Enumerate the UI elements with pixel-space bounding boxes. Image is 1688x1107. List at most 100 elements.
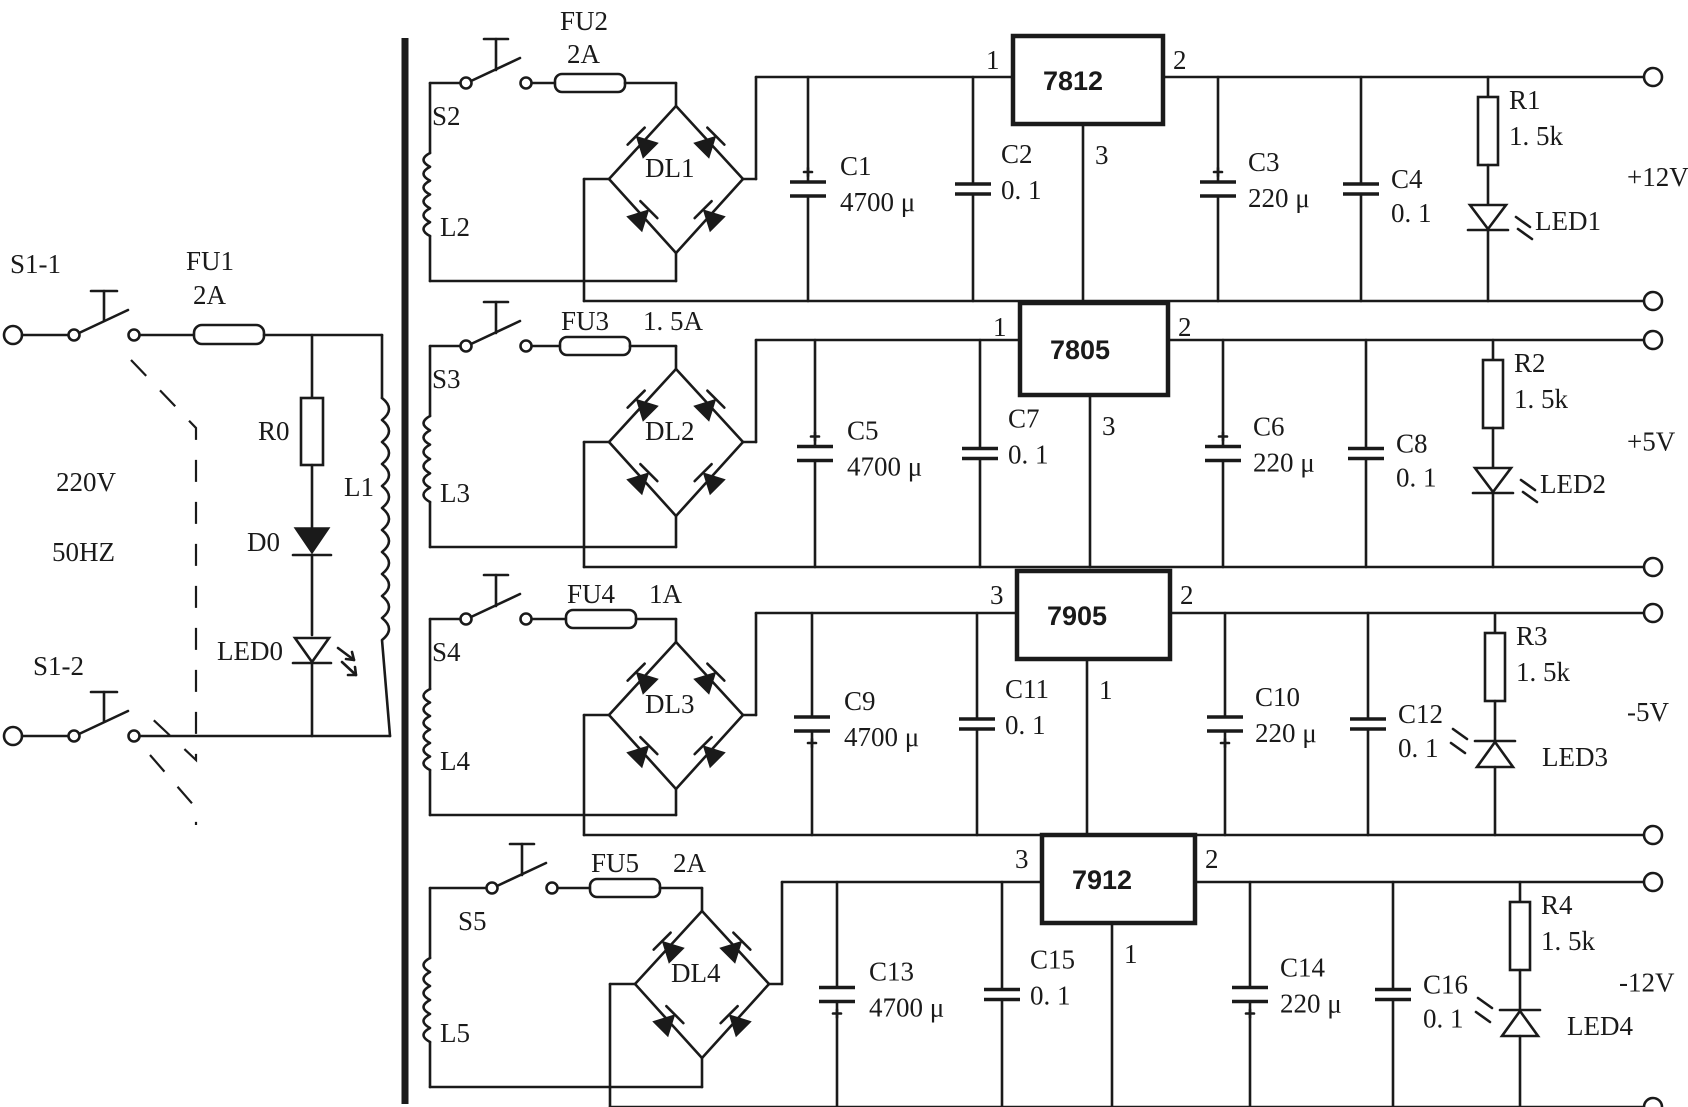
bridge-rectifier [633, 909, 771, 1060]
secondary-winding [422, 151, 432, 238]
cap-label: C12 [1398, 699, 1443, 729]
cap-value-label: 4700 μ [869, 993, 944, 1023]
coil-label: L3 [440, 478, 470, 508]
switch [428, 842, 592, 895]
cap-label: C11 [1005, 674, 1049, 704]
output-voltage-label: -12V [1619, 968, 1675, 998]
bridge-rectifier [607, 367, 745, 518]
cap-value-label: 4700 μ [847, 452, 922, 482]
fuse [553, 72, 627, 94]
output-terminal-ground [1642, 1096, 1664, 1107]
switch-label: S2 [432, 101, 461, 131]
primary-circuit: S1-1 S1-2 220V 50HZ FU1 2A R0 D0 LED0 L1 [2, 246, 392, 825]
capacitor-input-ceramic [955, 75, 991, 303]
output-terminal-ground [1642, 556, 1664, 578]
fuse-rating-label: 1. 5A [643, 306, 704, 336]
primary-winding-l1 [380, 396, 392, 738]
pin-out-label: 2 [1205, 844, 1219, 874]
secondary-winding [422, 414, 432, 504]
bridge-diode [626, 199, 659, 233]
regulator-label: 7812 [1043, 66, 1103, 96]
capacitor-input-ceramic [962, 338, 998, 569]
cap-value-label: 0. 1 [1001, 175, 1042, 205]
bridge-diode [719, 1004, 752, 1038]
led-resistor [1483, 631, 1507, 703]
capacitor-output-ceramic [1343, 75, 1379, 303]
cap-label: C4 [1391, 164, 1423, 194]
fuse-rating-label: 2A [673, 848, 707, 878]
led-resistor [1508, 900, 1532, 972]
cap-value-label: 0. 1 [1423, 1004, 1464, 1034]
led-led0 [291, 636, 358, 677]
bridge-label: DL4 [671, 958, 721, 988]
bridge-label: DL2 [645, 416, 695, 446]
led-resistor [1476, 95, 1500, 167]
capacitor-output-electrolytic [1205, 338, 1241, 569]
led-label: LED4 [1567, 1011, 1633, 1041]
output-voltage-label: +12V [1627, 162, 1688, 192]
switch [428, 37, 557, 90]
bridge-diode [719, 931, 752, 964]
cap-value-label: 220 μ [1255, 718, 1317, 748]
regulator-ic [1014, 568, 1173, 662]
cap-label: C5 [847, 416, 879, 446]
cap-value-label: 0. 1 [1008, 440, 1049, 470]
label-d0: D0 [247, 527, 280, 557]
cap-value-label: 220 μ [1280, 989, 1342, 1019]
secondary-winding [422, 956, 432, 1044]
label-s1-2: S1-2 [33, 651, 84, 681]
bridge-label: DL1 [645, 153, 695, 183]
cap-label: C1 [840, 151, 872, 181]
bridge-diode [693, 662, 726, 695]
led-label: LED2 [1540, 469, 1606, 499]
pin-in-label: 1 [986, 45, 1000, 75]
label-fu1-rating: 2A [193, 280, 227, 310]
fuse-rating-label: 2A [567, 39, 601, 69]
fuse-fu1 [192, 323, 266, 346]
fuse-label: FU2 [560, 6, 608, 36]
pin-gnd-label: 3 [1102, 411, 1116, 441]
fuse-label: FU3 [561, 306, 609, 336]
bridge-rectifier [607, 104, 745, 255]
regulator-ic [1017, 300, 1171, 398]
coil-label: L4 [440, 746, 470, 776]
bridge-diode [693, 735, 726, 769]
capacitor-input-electrolytic [794, 611, 830, 837]
bridge-diode [626, 126, 659, 159]
cap-label: C16 [1423, 970, 1468, 1000]
resistor-label: R4 [1541, 890, 1573, 920]
fuse-rating-label: 1A [649, 579, 683, 609]
cap-value-label: 4700 μ [840, 187, 915, 217]
capacitor-output-ceramic [1348, 338, 1384, 569]
cap-label: C6 [1253, 412, 1285, 442]
fuse [588, 877, 662, 899]
pin-in-label: 3 [1015, 844, 1029, 874]
indicator-led [1466, 203, 1534, 241]
regulator-ic [1010, 33, 1166, 127]
cap-label: C2 [1001, 139, 1033, 169]
cap-label: C9 [844, 686, 876, 716]
capacitor-output-electrolytic [1200, 75, 1236, 303]
pin-out-label: 2 [1173, 45, 1187, 75]
label-l1: L1 [344, 472, 374, 502]
secondary-winding [422, 687, 432, 772]
label-fu1: FU1 [186, 246, 234, 276]
capacitor-input-ceramic [984, 880, 1020, 1107]
capacitor-output-ceramic [1350, 611, 1386, 837]
output-terminal-positive [1642, 871, 1664, 893]
cap-value-label: 0. 1 [1030, 981, 1071, 1011]
cap-value-label: 0. 1 [1005, 710, 1046, 740]
regulator-ic [1039, 832, 1198, 926]
pin-in-label: 3 [990, 580, 1004, 610]
cap-value-label: 4700 μ [844, 722, 919, 752]
bridge-diode [693, 389, 726, 422]
capacitor-output-ceramic [1375, 880, 1411, 1107]
output-voltage-label: -5V [1627, 697, 1669, 727]
resistor-label: R2 [1514, 348, 1546, 378]
resistor-value-label: 1. 5k [1516, 657, 1571, 687]
cap-value-label: 220 μ [1248, 183, 1310, 213]
fuse-label: FU4 [567, 579, 616, 609]
switch-label: S3 [432, 364, 461, 394]
